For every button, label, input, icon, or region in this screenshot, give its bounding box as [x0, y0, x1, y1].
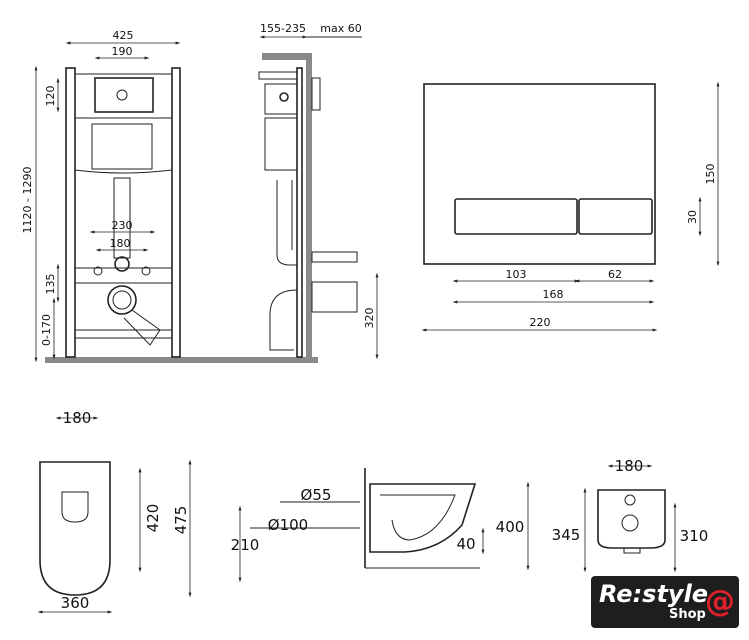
dim-side-height: 400	[496, 518, 525, 536]
dim-top-length: 475	[172, 506, 190, 535]
dim-side-100: Ø100	[268, 516, 308, 534]
at-cart-icon: @	[705, 584, 735, 619]
dim-side-55: Ø55	[301, 486, 332, 504]
dim-wall-max: max 60	[320, 22, 361, 35]
flush-plate-view: 150 30 103 62 168 220	[421, 81, 720, 332]
dim-floor-adjust: 0-170	[40, 314, 53, 346]
dim-inlet-spacing: 230	[112, 219, 133, 232]
dim-rear-345: 345	[552, 526, 581, 544]
toilet-side-view: 210 Ø55 Ø100 40 400	[231, 468, 530, 583]
dim-top-width: 360	[61, 594, 90, 612]
toilet-top-view: 180 420 475 360	[37, 409, 192, 614]
dim-outlet-offset: 135	[44, 274, 57, 295]
dim-right-button: 62	[608, 268, 622, 281]
dim-buttons-total: 168	[543, 288, 564, 301]
dim-plate-width: 220	[530, 316, 551, 329]
dim-frame-height: 1120 - 1290	[21, 167, 34, 234]
restyle-shop-logo: Re:style Shop @	[591, 576, 739, 628]
dim-bolt-spacing: 180	[110, 237, 131, 250]
frame-front-view: 425 190 120 1120 - 1290 230 180 135 0-17…	[21, 29, 318, 363]
toilet-rear-view: 180 345 310	[552, 457, 709, 573]
dim-panel-width: 190	[112, 45, 133, 58]
dim-side-210: 210	[231, 536, 260, 554]
dim-plate-height: 150	[704, 164, 717, 185]
dim-top-420: 420	[144, 504, 162, 533]
dim-rear-310: 310	[680, 527, 709, 545]
dim-frame-width: 425	[113, 29, 134, 42]
dim-frame-depth: 155-235	[260, 22, 306, 35]
dim-top-bolts: 180	[63, 409, 92, 427]
dim-rear-bolts: 180	[615, 457, 644, 475]
dim-side-40: 40	[456, 535, 475, 553]
dim-left-button: 103	[506, 268, 527, 281]
dim-panel-height: 120	[44, 86, 57, 107]
logo-sub: Shop	[669, 607, 706, 622]
dim-outlet-height: 320	[363, 308, 376, 329]
frame-side-view: 155-235 max 60 320	[258, 22, 379, 363]
dim-button-height: 30	[686, 210, 699, 224]
logo-brand: Re:style	[599, 580, 709, 608]
